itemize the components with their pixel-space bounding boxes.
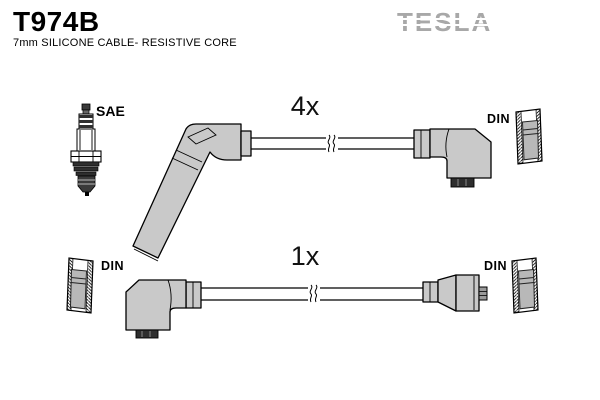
- sae-label: SAE: [96, 103, 125, 119]
- tesla-logo-text: TESLA: [397, 7, 493, 37]
- cable-ferrule: [240, 130, 252, 157]
- logo-stripe: [397, 18, 493, 20]
- din-label-bottom-right: DIN: [484, 259, 507, 273]
- left-angle-boot: [125, 279, 202, 339]
- angled-boot: [132, 123, 252, 262]
- din-label-top-right: DIN: [487, 112, 510, 126]
- boot-collar: [413, 129, 431, 159]
- boot-collar: [185, 281, 202, 309]
- din-connector-icon-bottom-right: [511, 257, 539, 314]
- tesla-logo: TESLA: [397, 7, 497, 37]
- cable-spec-text: 7mm SILICONE CABLE- RESISTIVE CORE: [13, 37, 237, 49]
- bottom-cable-assembly: [125, 274, 488, 339]
- quantity-label-top: 4x: [291, 91, 320, 121]
- din-label-bottom-left: DIN: [101, 259, 124, 273]
- top-cable-assembly: [132, 123, 492, 262]
- boot-terminal-tip: [135, 329, 159, 339]
- right-angle-boot: [413, 128, 492, 188]
- din-connector-icon-top-right: [515, 108, 543, 165]
- connector-collar: [422, 281, 439, 303]
- logo-stripe: [397, 24, 493, 26]
- part-number: T974B: [13, 6, 100, 37]
- spark-plug-icon: [70, 103, 102, 196]
- quantity-label-bottom: 1x: [291, 241, 320, 271]
- din-connector-icon-bottom-left: [66, 257, 94, 314]
- connector-terminal-stub: [478, 286, 488, 301]
- straight-connector: [422, 274, 488, 312]
- boot-terminal-tip: [450, 177, 475, 188]
